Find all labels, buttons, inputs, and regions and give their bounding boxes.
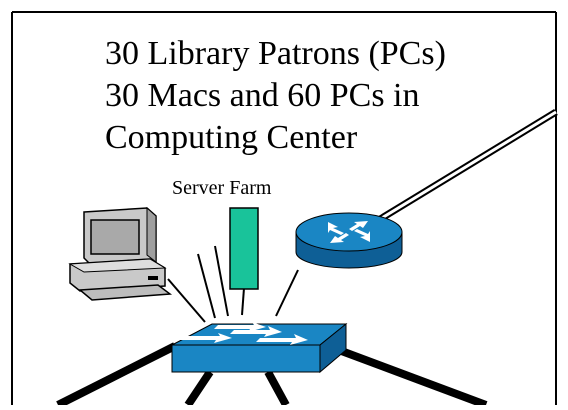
wan-link bbox=[370, 109, 558, 227]
slide-frame bbox=[11, 11, 557, 405]
switch-icon bbox=[171, 322, 348, 374]
server-icon bbox=[229, 207, 259, 290]
server-farm-label: Server Farm bbox=[172, 177, 272, 199]
pc-icon bbox=[68, 206, 173, 301]
title-line-2: 30 Macs and 60 PCs in bbox=[105, 77, 420, 114]
title-line-1: 30 Library Patrons (PCs) bbox=[105, 35, 446, 72]
switch-uplinks bbox=[167, 245, 299, 323]
router-icon bbox=[295, 212, 403, 269]
title-line-3: Computing Center bbox=[105, 119, 358, 156]
